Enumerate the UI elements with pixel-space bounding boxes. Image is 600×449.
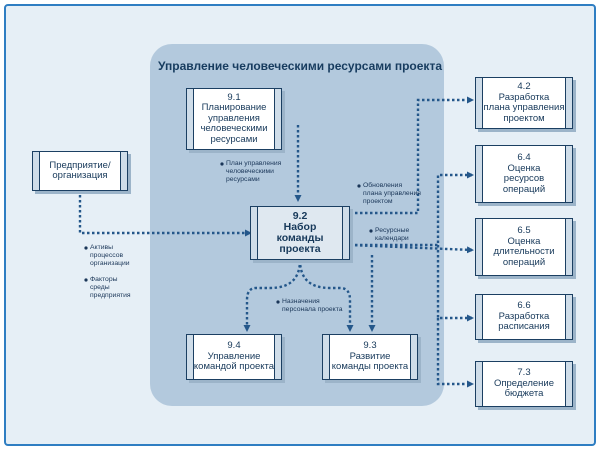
process-9-1-number: 9.1: [227, 91, 241, 103]
process-4-2-line-3: проектом: [503, 112, 545, 124]
process-6-5-box[interactable]: 6.5 Оценка длительности операций: [475, 218, 573, 276]
label-process-assets: Активы процессов организации: [90, 244, 130, 268]
arrow-92-to-94: [243, 259, 302, 332]
label-plan-updates-line-3: проектом: [363, 198, 393, 205]
process-6-6-line-2: расписания: [498, 321, 550, 333]
label-hr-plan: План управления человеческими ресурсами: [226, 160, 281, 184]
process-6-6-box[interactable]: 6.6 Разработка расписания: [475, 294, 573, 340]
process-6-5-number: 6.5: [517, 225, 531, 236]
label-resource-calendars-line-2: календари: [375, 235, 409, 242]
process-6-4-number: 6.4: [517, 152, 531, 163]
process-9-1-line-1: Планирование: [201, 102, 267, 114]
label-plan-updates: Обновления плана управления проектом: [363, 182, 421, 206]
arrow-92-to-64: [350, 171, 474, 247]
bullet-calendars: [369, 229, 373, 233]
label-plan-updates-line-2: плана управления: [363, 190, 421, 197]
process-6-6-line-1: Разработка: [498, 310, 550, 322]
bullet-plan: [220, 162, 224, 166]
label-environment-factors-line-2: среды: [90, 284, 110, 291]
process-9-3-line-1: Развитие: [349, 350, 391, 362]
label-process-assets-line-2: процессов: [90, 252, 124, 259]
process-9-3-box[interactable]: 9.3 Развитие команды проекта: [322, 334, 418, 380]
label-staff-assignments: Назначения персонала проекта: [282, 298, 343, 314]
arrow-92-to-93-curve: [298, 259, 354, 332]
process-9-1-box[interactable]: 9.1 Планирование управления человеческим…: [186, 88, 282, 150]
label-resource-calendars-line-1: Ресурсные: [375, 227, 410, 234]
process-9-3-line-2: команды проекта: [331, 361, 409, 373]
label-environment-factors-line-1: Факторы: [90, 276, 118, 283]
process-9-1-line-4: ресурсами: [210, 133, 258, 145]
group-title: Управление человеческими ресурсами проек…: [158, 59, 442, 73]
process-9-2-line-1: Набор: [283, 221, 317, 233]
label-resource-calendars: Ресурсные календари: [375, 227, 409, 243]
process-6-4-line-3: операций: [502, 183, 546, 195]
arrow-92-to-65: [349, 243, 474, 254]
arrow-ext-to-92: [78, 190, 252, 237]
process-9-2-box[interactable]: 9.2 Набор команды проекта: [250, 206, 350, 260]
arrow-92-to-66: [436, 245, 474, 322]
external-organization-line-1: Предприятие/: [49, 159, 111, 171]
process-9-3-number: 9.3: [363, 340, 377, 352]
process-6-5-line-2: длительности: [493, 246, 555, 257]
label-plan-updates-line-1: Обновления: [363, 182, 403, 189]
label-environment-factors: Факторы среды предприятия: [90, 276, 131, 300]
process-7-3-box[interactable]: 7.3 Определение бюджета: [475, 361, 573, 407]
label-environment-factors-line-3: предприятия: [90, 292, 131, 299]
label-process-assets-line-1: Активы: [90, 244, 113, 251]
process-4-2-line-2: плана управления: [483, 102, 565, 113]
process-4-2-number: 4.2: [517, 81, 531, 92]
process-7-3-line-2: бюджета: [504, 388, 544, 400]
process-6-4-box[interactable]: 6.4 Оценка ресурсов операций: [475, 145, 573, 203]
label-staff-assignments-line-2: персонала проекта: [282, 306, 343, 313]
label-process-assets-line-3: организации: [90, 260, 130, 267]
label-hr-plan-line-2: человеческими: [226, 168, 274, 175]
process-9-1-line-3: человеческими: [200, 123, 268, 135]
process-6-6-number: 6.6: [517, 300, 531, 312]
process-6-4-line-1: Оценка: [507, 162, 541, 174]
bullet-factors: [84, 278, 88, 282]
process-9-1-line-2: управления: [208, 112, 260, 124]
process-9-4-line-1: Управление: [207, 350, 261, 362]
bullet-updates: [357, 184, 361, 188]
process-6-5-line-1: Оценка: [507, 235, 541, 247]
process-9-2-line-3: проекта: [279, 243, 321, 255]
process-4-2-line-1: Разработка: [498, 91, 550, 103]
process-9-4-number: 9.4: [227, 340, 241, 352]
process-9-2-number: 9.2: [292, 210, 308, 222]
label-staff-assignments-line-1: Назначения: [282, 298, 320, 305]
process-9-4-box[interactable]: 9.4 Управление командой проекта: [186, 334, 282, 380]
label-hr-plan-line-3: ресурсами: [226, 176, 260, 183]
arrow-92-to-73: [436, 318, 474, 388]
process-7-3-number: 7.3: [517, 367, 531, 379]
bullet-assets: [84, 246, 88, 250]
process-9-4-line-2: командой проекта: [193, 361, 275, 373]
external-organization-box[interactable]: Предприятие/ организация: [32, 151, 128, 191]
process-6-5-line-3: операций: [502, 256, 546, 268]
bullet-assignments: [276, 300, 280, 304]
process-7-3-line-1: Определение: [493, 377, 555, 389]
process-4-2-box[interactable]: 4.2 Разработка плана управления проектом: [475, 77, 573, 129]
process-6-4-line-2: ресурсов: [503, 173, 545, 184]
external-organization-line-2: организация: [52, 170, 108, 181]
label-hr-plan-line-1: План управления: [226, 160, 282, 167]
process-9-2-line-2: команды: [276, 232, 324, 244]
